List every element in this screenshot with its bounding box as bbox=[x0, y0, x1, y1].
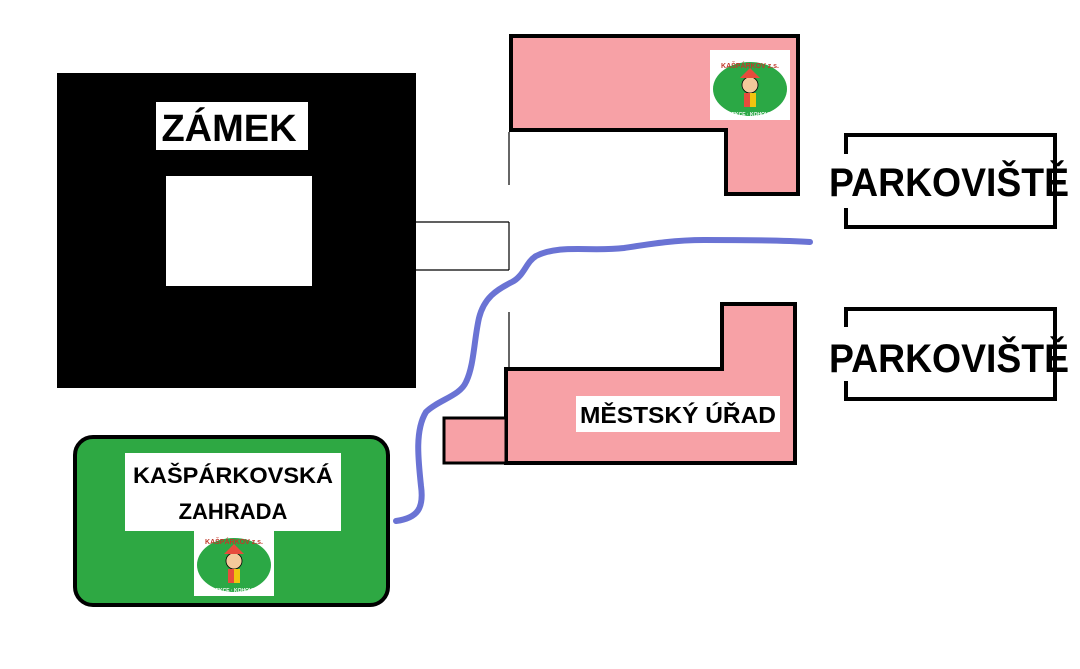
garden-label-bg bbox=[125, 453, 341, 531]
town-hall-annex bbox=[442, 416, 508, 465]
garden-label-line1: KAŠPÁRKOVSKÁ bbox=[133, 463, 333, 488]
logo-text-bottom: KOLEKCE · KOHOUTOV bbox=[205, 588, 263, 594]
town-hall-label-bg bbox=[576, 396, 780, 432]
castle-label: ZÁMEK bbox=[161, 106, 297, 150]
garden-label-line2: ZAHRADA bbox=[179, 499, 288, 524]
kasparkov-logo: KAŠPÁRKOV z.s. KOLEKCE · KOHOUTOV bbox=[710, 50, 790, 120]
parking-top-frame bbox=[844, 133, 1057, 229]
castle-building bbox=[57, 73, 416, 388]
logo-text-top: KAŠPÁRKOV z.s. bbox=[721, 61, 779, 70]
town-hall-shape bbox=[504, 302, 797, 465]
parking-bottom-frame bbox=[844, 307, 1057, 401]
parking-bottom-label: PARKOVIŠTĚ bbox=[829, 335, 1069, 381]
kasparkovska-garden[interactable]: KAŠPÁRKOVSKÁ ZAHRADA KAŠPÁRKOV z.s. KOLE… bbox=[73, 435, 390, 607]
parking-bottom[interactable]: PARKOVIŠTĚ bbox=[829, 307, 1069, 401]
walking-route bbox=[393, 237, 813, 524]
kasparkov-building[interactable]: KAŠPÁRKOV z.s. KOLEKCE · KOHOUTOV bbox=[509, 34, 800, 196]
logo-text-bottom: KOLEKCE · KOHOUTOV bbox=[721, 112, 779, 118]
connector-walkway bbox=[414, 132, 510, 368]
parking-top-label: PARKOVIŠTĚ bbox=[829, 159, 1069, 205]
castle-label-bg bbox=[156, 102, 308, 150]
parking-top[interactable]: PARKOVIŠTĚ bbox=[829, 133, 1069, 229]
garden-logo: KAŠPÁRKOV z.s. KOLEKCE · KOHOUTOV bbox=[194, 526, 274, 596]
town-hall[interactable]: MĚSTSKÝ ÚŘAD bbox=[442, 302, 797, 465]
town-hall-label: MĚSTSKÝ ÚŘAD bbox=[580, 401, 776, 428]
logo-text-top: KAŠPÁRKOV z.s. bbox=[205, 537, 263, 546]
castle[interactable]: ZÁMEK bbox=[57, 73, 416, 388]
